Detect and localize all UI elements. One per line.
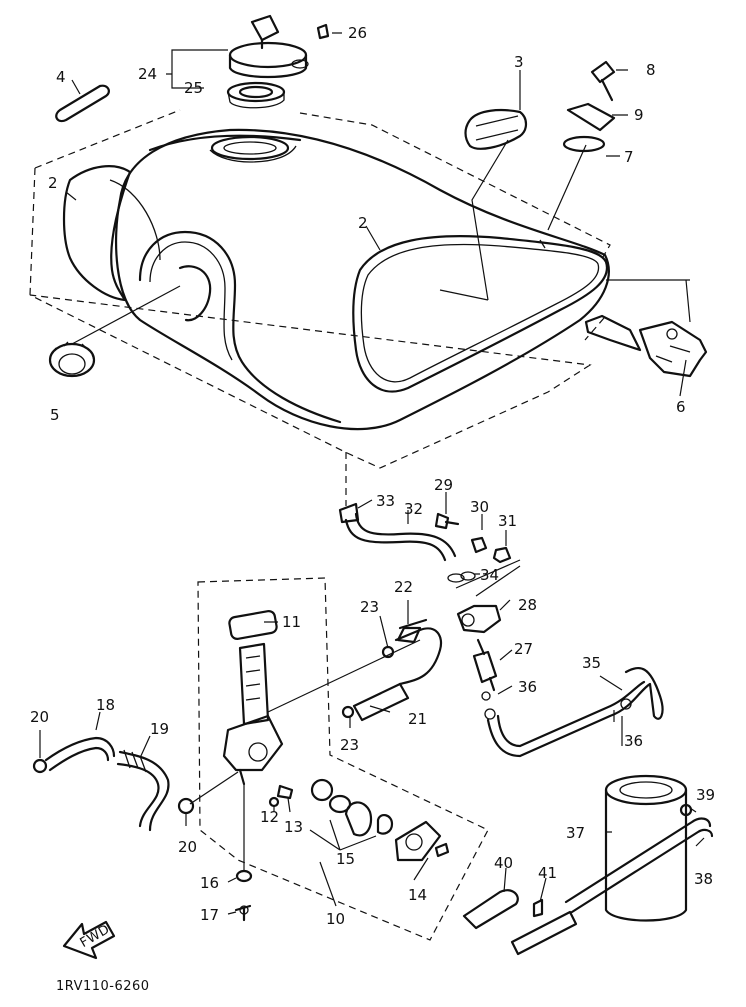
callout-15: 15 bbox=[336, 850, 355, 868]
callout-labels: 26 24 25 4 3 8 9 7 2 2 5 6 33 32 29 30 3… bbox=[30, 24, 715, 994]
fuel-hose-22 bbox=[394, 618, 443, 686]
vent-hose-35 bbox=[484, 667, 664, 758]
washer-12 bbox=[268, 796, 280, 808]
callout-10: 10 bbox=[326, 910, 345, 928]
callout-35: 35 bbox=[582, 654, 601, 672]
callout-14: 14 bbox=[408, 886, 427, 904]
clamp-34 bbox=[447, 559, 521, 597]
bolt-8 bbox=[590, 60, 616, 102]
callout-13: 13 bbox=[284, 818, 303, 836]
callout-22: 22 bbox=[394, 578, 413, 596]
callout-6: 6 bbox=[676, 398, 686, 416]
callout-38: 38 bbox=[694, 870, 713, 888]
hose-19 bbox=[116, 749, 170, 832]
breather-hose-32 bbox=[338, 502, 457, 562]
clip-20-left bbox=[32, 758, 48, 774]
callout-23-lower: 23 bbox=[340, 736, 359, 754]
callout-31: 31 bbox=[498, 512, 517, 530]
callout-20-left: 20 bbox=[30, 708, 49, 726]
clip-39 bbox=[679, 803, 693, 817]
fuel-cock-15 bbox=[222, 642, 284, 786]
fuel-filter-27 bbox=[472, 638, 498, 701]
callout-18: 18 bbox=[96, 696, 115, 714]
callout-2-right: 2 bbox=[358, 214, 368, 232]
damper-5 bbox=[48, 341, 96, 378]
callout-27: 27 bbox=[514, 640, 533, 658]
callout-3: 3 bbox=[514, 53, 524, 71]
callout-25: 25 bbox=[184, 79, 203, 97]
callout-32: 32 bbox=[404, 500, 423, 518]
callout-41: 41 bbox=[538, 864, 557, 882]
callout-36-left: 36 bbox=[518, 678, 537, 696]
clip-20-right bbox=[177, 797, 195, 815]
callout-24: 24 bbox=[138, 65, 157, 83]
callout-17: 17 bbox=[200, 906, 219, 924]
clip-30 bbox=[470, 536, 488, 554]
fuel-cap bbox=[228, 14, 309, 79]
screw-14 bbox=[434, 842, 450, 858]
callout-28: 28 bbox=[518, 596, 537, 614]
rear-mount-bracket bbox=[584, 314, 708, 378]
cover-plate bbox=[394, 820, 442, 862]
callout-8: 8 bbox=[646, 61, 656, 79]
callout-33: 33 bbox=[376, 492, 395, 510]
tank-side-emblem-seal-left bbox=[62, 165, 132, 302]
lever-15 bbox=[310, 778, 394, 837]
tank-emblem bbox=[464, 109, 528, 150]
bracket-9 bbox=[566, 102, 616, 132]
callout-7: 7 bbox=[624, 148, 634, 166]
callout-21: 21 bbox=[408, 710, 427, 728]
callout-5: 5 bbox=[50, 406, 60, 424]
callout-30: 30 bbox=[470, 498, 489, 516]
callout-4: 4 bbox=[56, 68, 66, 86]
tank-assembly-boundary bbox=[29, 109, 611, 469]
fwd-arrow: FWD bbox=[62, 920, 116, 960]
callout-36-right: 36 bbox=[624, 732, 643, 750]
drain-hose bbox=[510, 910, 578, 956]
screw-13 bbox=[276, 784, 294, 800]
callout-37: 37 bbox=[566, 824, 585, 842]
gasket-11 bbox=[228, 610, 278, 640]
hose-38 bbox=[564, 817, 714, 914]
callout-16: 16 bbox=[200, 874, 219, 892]
fuel-cap-gasket bbox=[226, 81, 286, 109]
callout-39: 39 bbox=[696, 786, 715, 804]
trim-strip-4 bbox=[55, 84, 110, 123]
hose-18 bbox=[44, 736, 116, 772]
callout-20-right: 20 bbox=[178, 838, 197, 856]
callout-12: 12 bbox=[260, 808, 279, 826]
clip-23-lower bbox=[341, 705, 355, 719]
damper-7 bbox=[562, 135, 606, 153]
callout-29: 29 bbox=[434, 476, 453, 494]
screw-26 bbox=[316, 23, 330, 40]
canister-37 bbox=[604, 774, 688, 922]
callout-9: 9 bbox=[634, 106, 644, 124]
clip-29 bbox=[434, 512, 460, 530]
hose-40 bbox=[462, 889, 519, 930]
callout-2-left: 2 bbox=[48, 174, 58, 192]
callout-11: 11 bbox=[282, 613, 301, 631]
fuel-tank bbox=[109, 128, 610, 431]
callout-23-upper: 23 bbox=[360, 598, 379, 616]
clip-41 bbox=[532, 898, 544, 918]
callout-26: 26 bbox=[348, 24, 367, 42]
nut-31 bbox=[492, 546, 512, 564]
hose-21 bbox=[352, 682, 410, 722]
leader-lines bbox=[39, 32, 705, 915]
holder-28 bbox=[456, 604, 502, 634]
callout-19: 19 bbox=[150, 720, 169, 738]
fuel-cock-boundary bbox=[197, 577, 489, 941]
washer-16-screw-17 bbox=[234, 869, 253, 922]
callout-40: 40 bbox=[494, 854, 513, 872]
drawing-code: 1RV110-6260 bbox=[56, 979, 150, 994]
callout-34: 34 bbox=[480, 566, 499, 584]
